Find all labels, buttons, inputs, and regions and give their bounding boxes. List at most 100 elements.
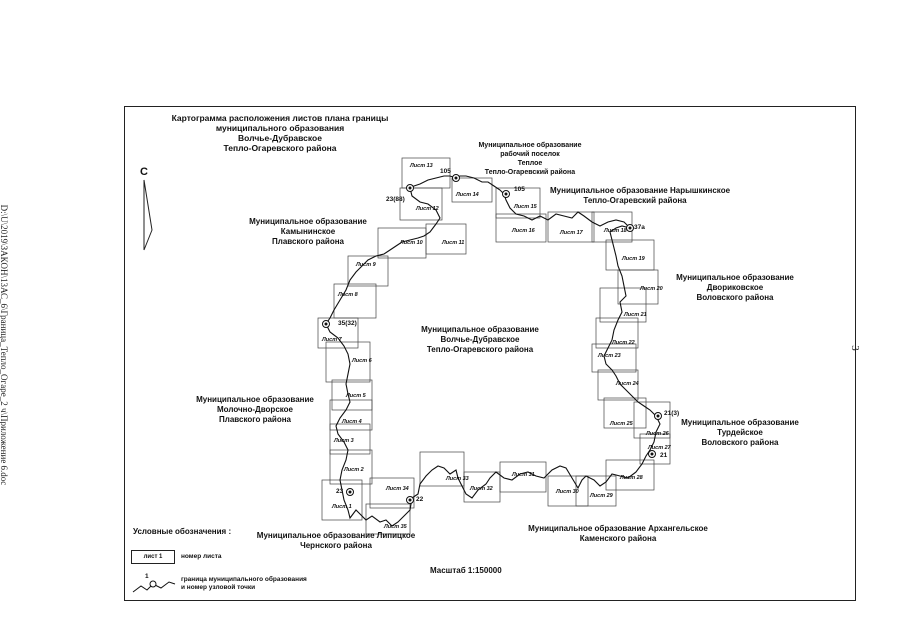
boundary-node-dot (628, 226, 632, 230)
legend-sheet-desc: номер листа (181, 553, 222, 560)
sheet-label: Лист 16 (512, 228, 535, 234)
boundary-node-dot (408, 498, 412, 502)
sheet-frame (633, 401, 671, 439)
sheet-frame (329, 449, 373, 485)
boundary-node-dot (504, 192, 508, 196)
sheet-frame (401, 157, 451, 189)
boundary-node-dot (348, 490, 352, 494)
map-frame (124, 106, 856, 601)
sheet-label: Лист 1 (332, 504, 352, 510)
sheet-label: Лист 32 (470, 486, 493, 492)
map-scale: Масштаб 1:150000 (430, 566, 502, 575)
boundary-node-dot (656, 414, 660, 418)
sheet-frame (547, 475, 589, 507)
sheet-frame (575, 475, 617, 507)
sheet-label: Лист 23 (598, 353, 621, 359)
sheet-label: Лист 9 (356, 262, 376, 268)
sheet-label: Лист 34 (386, 486, 409, 492)
sheet-frame (425, 223, 467, 255)
sheet-frame (599, 287, 647, 323)
sheet-label: Лист 4 (342, 419, 362, 425)
legend-title: Условные обозначения : (133, 527, 232, 536)
sheet-frame (329, 399, 373, 431)
sheet-label: Лист 31 (512, 472, 535, 478)
boundary-node-dot (408, 186, 412, 190)
boundary-node-label: 105 (514, 186, 525, 193)
sheet-frame (603, 397, 647, 429)
boundary-node-label: 23 (336, 488, 344, 495)
sheet-label: Лист 20 (640, 286, 663, 292)
sheet-frame (399, 187, 443, 221)
sheet-label: Лист 7 (322, 337, 342, 343)
sheet-label: Лист 15 (514, 204, 537, 210)
map-title: Картограмма расположения листов плана гр… (171, 113, 389, 153)
boundary-node-dot (324, 322, 328, 326)
sheet-frame (331, 379, 373, 411)
boundary-node-label: 21 (660, 452, 668, 459)
sheet-frame (347, 255, 389, 287)
sheet-frame (495, 213, 547, 243)
sheet-label: Лист 25 (610, 421, 633, 427)
sheet-frame (369, 477, 415, 509)
sheet-label: Лист 2 (344, 467, 364, 473)
sheet-label: Лист 8 (338, 292, 358, 298)
sheet-frame (333, 283, 377, 319)
boundary-node-label: 21(3) (664, 410, 680, 417)
sheet-label: Лист 17 (560, 230, 583, 236)
sheet-label: Лист 6 (352, 358, 372, 364)
sheet-label: Лист 22 (612, 340, 635, 346)
sheet-label: Лист 19 (622, 256, 645, 262)
sheet-frame (463, 471, 501, 503)
sheet-frame (591, 343, 637, 373)
legend-sheet-sample: лист 1 (131, 550, 175, 564)
sheet-label: Лист 29 (590, 493, 613, 499)
sheet-label: Лист 28 (620, 475, 643, 481)
boundary-node-label: 105 (440, 168, 451, 175)
sheet-label: Лист 27 (648, 445, 671, 451)
sheet-label: Лист 30 (556, 489, 579, 495)
sheet-frame (329, 423, 371, 455)
sheet-label: Лист 3 (334, 438, 354, 444)
sheet-label: Лист 35 (384, 524, 407, 530)
north-label: С (140, 166, 148, 178)
sheet-frame (547, 211, 595, 243)
sheet-label: Лист 13 (410, 163, 433, 169)
sheet-label: Лист 24 (616, 381, 639, 387)
sheet-frame (597, 369, 639, 401)
sheet-frame (595, 317, 639, 349)
sheet-label: Лист 21 (624, 312, 647, 318)
sheet-frame (495, 187, 541, 219)
sheet-label: Лист 26 (646, 431, 669, 437)
boundary-node-dot (650, 452, 654, 456)
sheet-label: Лист 5 (346, 393, 366, 399)
sheet-label: Лист 10 (400, 240, 423, 246)
boundary-node-label: 22 (416, 496, 424, 503)
boundary-node-label: 37а (634, 224, 645, 231)
sheet-frame (617, 269, 659, 305)
sheet-label: Лист 18 (604, 228, 627, 234)
boundary-node-label: 35(32) (338, 320, 357, 327)
legend-boundary-number: 1 (145, 573, 149, 580)
boundary-node-dot (454, 176, 458, 180)
municipal-boundary-line (325, 175, 661, 527)
sheet-frame (321, 479, 363, 521)
sheet-frame (325, 341, 371, 383)
sheet-label: Лист 14 (456, 192, 479, 198)
sheet-label: Лист 11 (442, 240, 465, 246)
sheet-frame (419, 451, 465, 487)
north-arrow-icon (143, 179, 153, 251)
sheet-frame (639, 433, 671, 465)
boundary-node-label: 23(88) (386, 196, 405, 203)
sheet-frame (365, 503, 411, 535)
sheet-label: Лист 12 (416, 206, 439, 212)
